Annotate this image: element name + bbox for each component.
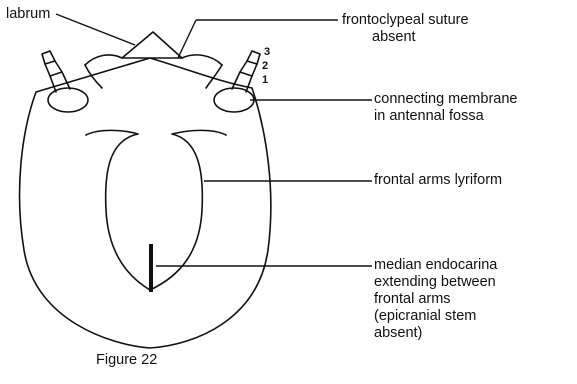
label-endocarina-3: frontal arms: [374, 291, 451, 308]
right-antennal-fossa: [214, 88, 254, 112]
label-endocarina-2: extending between: [374, 274, 496, 291]
label-labrum: labrum: [6, 6, 50, 23]
antenna-segment-number-2: 2: [262, 60, 268, 72]
label-frontoclypeal-1: frontoclypeal suture: [342, 12, 469, 29]
right-antenna-segment-2: [240, 61, 257, 76]
label-endocarina-5: absent): [374, 325, 422, 342]
left-antennal-fossa: [48, 88, 88, 112]
antenna-segment-number-3: 3: [264, 46, 270, 58]
figure-caption: Figure 22: [96, 352, 157, 369]
frontal-arm-left: [86, 130, 150, 290]
labrum-shape: [122, 32, 182, 58]
head-capsule-outline: [20, 58, 271, 348]
label-frontal-arms: frontal arms lyriform: [374, 172, 502, 189]
leader-labrum: [56, 14, 135, 45]
label-membrane-1: connecting membrane: [374, 91, 517, 108]
clypeal-margin: [85, 55, 222, 65]
left-antenna-segment-2: [45, 61, 62, 76]
clypeal-inner-line: [85, 65, 222, 88]
leader-frontoclypeal-down: [178, 20, 196, 58]
label-frontoclypeal-2: absent: [372, 29, 416, 46]
antenna-segment-number-1: 1: [262, 74, 268, 86]
label-membrane-2: in antennal fossa: [374, 108, 484, 125]
label-endocarina-4: (epicranial stem: [374, 308, 476, 325]
label-endocarina-1: median endocarina: [374, 257, 497, 274]
